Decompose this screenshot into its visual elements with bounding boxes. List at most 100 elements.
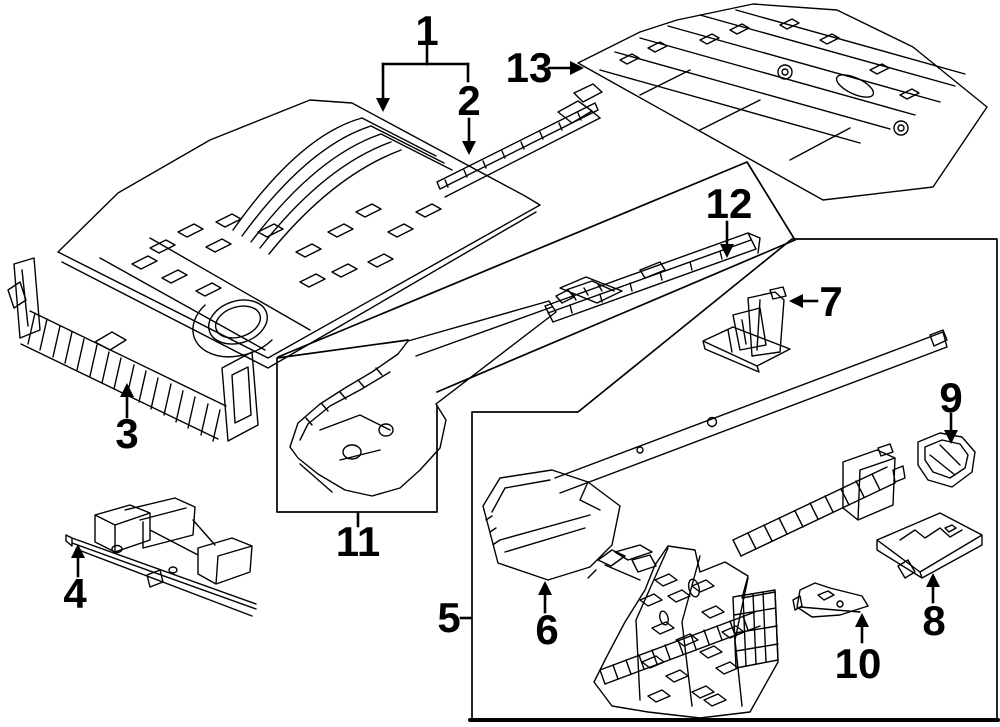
callout-3-label: 3	[115, 410, 138, 457]
floor-pan-rear-part-13	[577, 3, 988, 201]
long-frame-rail-stroke	[554, 331, 948, 494]
long-frame-rail-stroke	[706, 416, 718, 428]
floor-pan-rear-part-13-stroke	[781, 68, 789, 76]
callout-6-arrowhead-up	[538, 581, 552, 595]
sill-rail-part-12-stroke	[569, 250, 723, 314]
callout-2-label: 2	[457, 77, 480, 124]
callout-10-label: 10	[835, 640, 882, 687]
bracket-part-9	[917, 432, 976, 488]
floor-panel-part-11-stroke	[342, 444, 362, 460]
plate-part-8-stroke	[897, 524, 957, 579]
callout-9-label: 9	[939, 374, 962, 421]
callout-9: 9	[939, 374, 963, 444]
bracket-part-7-stroke	[727, 319, 747, 353]
floor-pan-front-part-stroke	[57, 99, 541, 359]
floor-side-rail-part-2-stroke	[444, 112, 582, 188]
bracket-part-4-stroke	[124, 497, 196, 549]
plate-part-8-stroke	[899, 527, 963, 541]
callout-13-arrowhead-right	[570, 61, 584, 75]
callout-9-arrowhead-down	[944, 430, 958, 444]
callout-box-part-5	[468, 238, 1000, 722]
callout-6-label: 6	[535, 606, 558, 653]
callout-8-arrowhead-up	[926, 573, 940, 587]
callout-2-arrowhead-down	[462, 141, 476, 155]
ladder-extension-rail-stroke	[877, 443, 906, 483]
bracket-part-4-stroke	[65, 534, 257, 617]
callout-box-part-12	[277, 161, 796, 393]
callout-8-label: 8	[922, 597, 945, 644]
rear-crossmember-part-3-stroke	[94, 331, 127, 351]
callout-2: 2	[457, 77, 481, 155]
sill-rail-part-12-stroke	[559, 276, 623, 304]
sill-rail-part-12	[544, 232, 761, 323]
callout-box-part-12-stroke	[277, 161, 796, 393]
callout-5: 5	[437, 594, 473, 641]
rear-crossmember-part-3-stroke	[7, 257, 41, 339]
wheelhouse-tower-assembly-stroke	[639, 573, 745, 707]
bracket-part-9-stroke	[924, 439, 969, 479]
callout-12: 12	[706, 180, 753, 258]
wheelhouse-tower-assembly-stroke	[593, 545, 779, 719]
rear-crossmember-part-3-stroke	[27, 312, 221, 442]
wheelhouse-tower-assembly-stroke	[687, 578, 701, 598]
callout-10-arrowhead-up	[855, 613, 869, 627]
callout-1-arrowhead-down	[376, 98, 390, 112]
side-panel-part-6-stroke	[485, 515, 501, 545]
floor-panel-part-11-stroke	[305, 367, 383, 426]
floor-panel-part-11-stroke	[378, 423, 394, 437]
floor-panel-part-11	[289, 300, 557, 497]
ladder-extension-rail-stroke	[732, 473, 881, 557]
callout-4-arrowhead-up	[71, 544, 85, 558]
floor-pan-rear-part-13-stroke	[599, 9, 966, 144]
floor-pan-front-part-stroke	[232, 117, 402, 255]
wheelhouse-tower-assembly-stroke	[732, 589, 779, 669]
callout-12-arrowhead-down	[720, 244, 734, 258]
floor-panel-part-11-stroke	[289, 340, 447, 497]
floor-pan-front-part-stroke	[192, 304, 273, 358]
bracket-part-9-stroke	[929, 444, 961, 476]
sill-rail-part-12-stroke	[555, 283, 603, 304]
callout-7: 7	[789, 278, 843, 325]
floor-pan-front-part-stroke	[208, 299, 268, 345]
floor-pan-rear-part-13-stroke	[835, 74, 875, 98]
callout-11-label: 11	[336, 518, 380, 565]
clamp-bracket-stroke	[587, 554, 657, 581]
clamp-bracket	[587, 544, 657, 581]
callout-13-label: 13	[506, 44, 553, 91]
floor-pan-rear-part-13-stroke	[777, 64, 793, 80]
callout-8: 8	[922, 573, 946, 644]
side-panel-part-6-stroke	[482, 469, 621, 581]
side-panel-part-6-stroke	[491, 479, 601, 553]
rear-crossmember-part-3-stroke	[20, 310, 227, 440]
bracket-part-4-stroke	[146, 519, 216, 588]
bracket-part-10-stroke	[796, 582, 869, 618]
callout-box-part-11-stroke	[276, 339, 438, 513]
floor-pan-rear-part-13-stroke	[577, 3, 988, 201]
callout-7-label: 7	[819, 278, 842, 325]
floor-panel-part-11-stroke	[299, 371, 391, 441]
bracket-part-4-stroke	[111, 544, 123, 554]
bracket-part-4-stroke	[94, 504, 151, 553]
floor-pan-rear-part-13-stroke	[897, 124, 905, 132]
bracket-part-4	[65, 497, 257, 617]
callout-11: 11	[336, 511, 380, 565]
floor-pan-rear-part-13-stroke	[639, 69, 851, 161]
callout-10: 10	[835, 613, 882, 687]
callout-4-label: 4	[63, 570, 87, 617]
callout-3-arrowhead-up	[120, 383, 134, 397]
ladder-extension-rail-stroke	[842, 449, 896, 521]
rear-crossmember-part-3	[7, 257, 259, 442]
bracket-part-10-stroke	[836, 600, 844, 608]
bracket-part-10-stroke	[792, 590, 861, 613]
floor-panel-part-11-stroke	[407, 300, 557, 405]
callout-7-arrowhead-left	[789, 294, 803, 308]
floor-pan-front-part-stroke	[99, 237, 311, 351]
bracket-part-7	[702, 286, 791, 373]
bracket-part-7-stroke	[732, 286, 787, 351]
callout-6: 6	[535, 581, 559, 653]
callout-12-label: 12	[706, 180, 753, 227]
bracket-part-7-stroke	[747, 291, 785, 357]
bracket-part-4-stroke	[197, 537, 253, 585]
